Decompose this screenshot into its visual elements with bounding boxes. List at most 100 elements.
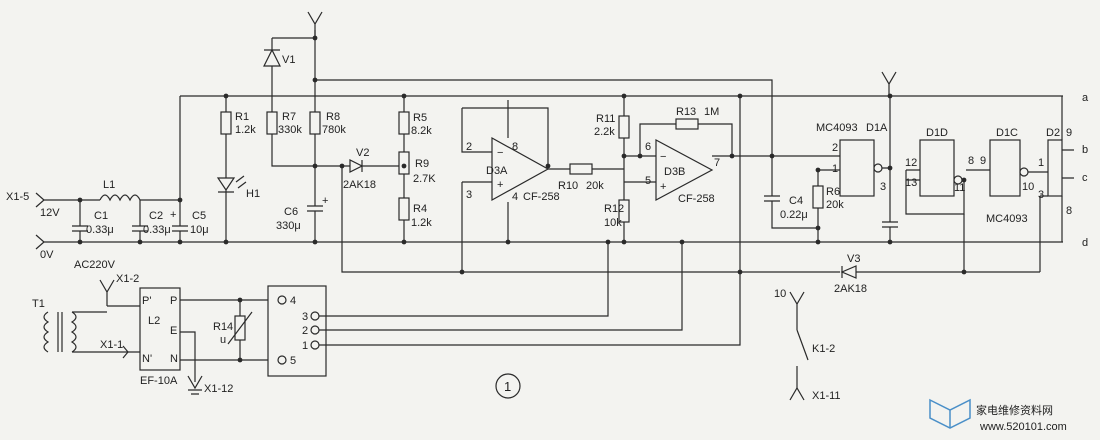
- resistor-r4: [398, 197, 410, 221]
- svg-text:10: 10: [1022, 181, 1034, 193]
- capacitor-c5: +: [170, 200, 188, 242]
- label-r6: R6: [826, 186, 840, 198]
- label-c4: C4: [789, 195, 803, 207]
- svg-text:4: 4: [512, 191, 518, 203]
- value-r5: 8.2k: [411, 125, 432, 137]
- label-x1-5: X1-5: [6, 191, 29, 203]
- terminal-b: b: [1082, 144, 1088, 156]
- label-0v: 0V: [40, 249, 54, 261]
- label-d3a: D3A: [486, 165, 508, 177]
- label-ef10a: EF-10A: [140, 375, 178, 387]
- label-x1-11: X1-11: [812, 390, 841, 402]
- resistor-r5: [398, 111, 410, 135]
- resistor-r10: [569, 163, 593, 175]
- figure-number: 1: [504, 379, 511, 394]
- label-x1-12: X1-12: [204, 383, 233, 395]
- svg-text:3: 3: [302, 311, 308, 323]
- value-r10: 20k: [586, 180, 604, 192]
- svg-text:3: 3: [880, 181, 886, 193]
- opamp-d3a: [491, 136, 550, 202]
- svg-text:+: +: [322, 195, 328, 207]
- label-c6: C6: [284, 206, 298, 218]
- label-l1: L1: [103, 179, 115, 191]
- label-v2: V2: [356, 147, 369, 159]
- svg-text:8: 8: [1066, 205, 1072, 217]
- supply-mark-top: [307, 11, 323, 38]
- label-r8: R8: [326, 111, 340, 123]
- diode-v3: [840, 265, 857, 279]
- svg-text:5: 5: [290, 355, 296, 367]
- label-t1: T1: [32, 298, 45, 310]
- label-r7: R7: [282, 111, 296, 123]
- diode-v2: [349, 159, 366, 173]
- resistor-r1: [220, 111, 232, 135]
- gate-d1a: [839, 139, 875, 197]
- label-r14: R14: [213, 321, 233, 333]
- terminal-c: c: [1082, 172, 1088, 184]
- label-12v: 12V: [40, 207, 60, 219]
- terminal-a: a: [1082, 92, 1089, 104]
- value-c5: 10μ: [190, 224, 209, 236]
- svg-text:2: 2: [302, 325, 308, 337]
- label-h1: H1: [246, 188, 260, 200]
- watermark-text: 家电维修资料网: [976, 403, 1053, 417]
- label-r11: R11: [596, 113, 615, 125]
- label-r1: R1: [235, 111, 249, 123]
- resistor-r6: [812, 185, 824, 209]
- svg-text:−: −: [660, 151, 666, 163]
- resistor-r7: [266, 111, 278, 135]
- svg-text:9: 9: [980, 155, 986, 167]
- svg-text:2: 2: [832, 142, 838, 154]
- svg-text:+: +: [170, 209, 176, 221]
- gate-d1d: [919, 139, 955, 197]
- resistor-r12: [618, 199, 630, 223]
- svg-text:8: 8: [968, 155, 974, 167]
- figure-number-circle: [495, 373, 521, 399]
- svg-text:9: 9: [1066, 127, 1072, 139]
- feedback-rail: [341, 166, 1040, 273]
- svg-text:2: 2: [466, 141, 472, 153]
- svg-text:10: 10: [774, 288, 786, 300]
- svg-text:u: u: [220, 334, 226, 346]
- svg-text:7: 7: [714, 157, 720, 169]
- label-d1a: D1A: [866, 122, 888, 134]
- label-k1-2: K1-2: [812, 343, 835, 355]
- label-r10: R10: [558, 180, 578, 192]
- value-r6: 20k: [826, 199, 844, 211]
- svg-text:11: 11: [954, 182, 965, 194]
- svg-text:N': N': [142, 353, 152, 365]
- svg-text:4: 4: [290, 295, 296, 307]
- label-x1-1: X1-1: [100, 339, 123, 351]
- label-d2: D2: [1046, 127, 1060, 139]
- diode-v1: [263, 38, 281, 112]
- svg-text:+: +: [660, 181, 666, 193]
- svg-text:13: 13: [905, 177, 917, 189]
- supply-mark-right: [881, 71, 897, 96]
- watermark-url: www.520101.com: [979, 421, 1067, 433]
- value-c6: 330μ: [276, 220, 301, 232]
- value-r12: 10k: [604, 217, 622, 229]
- watermark-logo: [929, 398, 971, 429]
- label-c1: C1: [94, 210, 108, 222]
- label-mc4093-b: MC4093: [986, 213, 1028, 225]
- label-l2: L2: [148, 315, 160, 327]
- svg-text:1: 1: [302, 340, 308, 352]
- terminal-d: d: [1082, 237, 1088, 249]
- label-r13: R13: [676, 106, 696, 118]
- value-c1: 0.33μ: [86, 224, 114, 236]
- svg-text:8: 8: [512, 141, 518, 153]
- svg-text:3: 3: [466, 189, 472, 201]
- chip-d2: [1047, 139, 1063, 197]
- svg-text:3: 3: [1038, 189, 1044, 201]
- led-h1: [216, 175, 247, 198]
- label-mc4093-a: MC4093: [816, 122, 858, 134]
- svg-text:P: P: [170, 295, 177, 307]
- capacitor-c1: [72, 200, 88, 242]
- svg-text:+: +: [497, 179, 503, 191]
- label-r5: R5: [413, 112, 427, 124]
- label-cf258-a: CF-258: [523, 191, 560, 203]
- label-c5: C5: [192, 210, 206, 222]
- svg-text:6: 6: [645, 141, 651, 153]
- label-x1-2: X1-2: [116, 273, 139, 285]
- value-v3: 2AK18: [834, 283, 867, 295]
